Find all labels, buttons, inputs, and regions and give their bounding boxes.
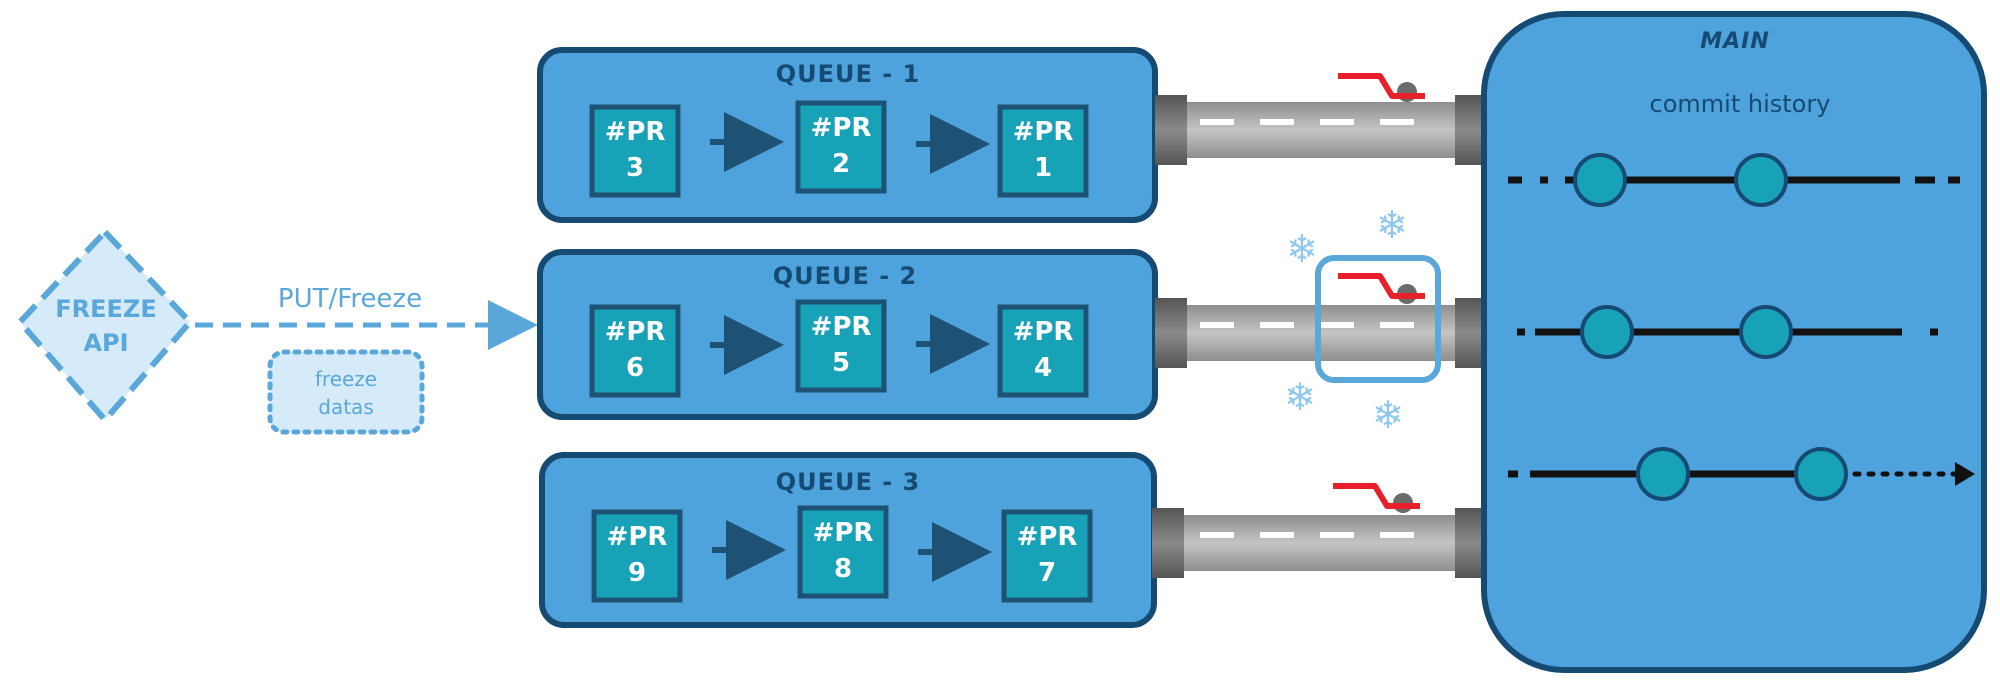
pr-number: 2 bbox=[832, 149, 850, 179]
commit-line-2 bbox=[1517, 305, 1938, 359]
pr-number: 1 bbox=[1034, 153, 1052, 183]
pr-number: 4 bbox=[1034, 353, 1052, 383]
pipe-queue-3 bbox=[1152, 483, 1487, 578]
put-freeze-request: PUT/Freeze freeze datas bbox=[195, 284, 538, 435]
valve-handle-frozen bbox=[1338, 273, 1425, 299]
queue-3: QUEUE - 3 #PR 9 #PR 8 #PR 7 bbox=[539, 452, 1157, 628]
queue-2: QUEUE - 2 #PR 6 #PR 5 #PR 4 bbox=[537, 249, 1158, 420]
freeze-payload-line1: freeze bbox=[315, 367, 377, 391]
pr-tag: #PR bbox=[1013, 117, 1074, 147]
pr-number: 7 bbox=[1038, 558, 1056, 588]
main-title: MAIN bbox=[1700, 29, 1770, 54]
pr-number: 3 bbox=[626, 153, 644, 183]
pr-tag: #PR bbox=[605, 317, 666, 347]
pipe-queue-2: ❄ ❄ ❄ ❄ bbox=[1155, 203, 1487, 437]
commit-node bbox=[1794, 447, 1848, 501]
pr-number: 5 bbox=[832, 348, 850, 378]
pr-tag: #PR bbox=[811, 113, 872, 143]
freeze-api-label-line1: FREEZE bbox=[55, 295, 156, 323]
pr-tag: #PR bbox=[605, 117, 666, 147]
pr-card bbox=[797, 505, 889, 599]
pipe-flange-left bbox=[1152, 508, 1184, 578]
commit-node bbox=[1734, 153, 1788, 207]
queue-2-pr-a: #PR 6 bbox=[589, 304, 681, 398]
freeze-api-node: FREEZE API bbox=[17, 229, 193, 423]
snowflake-icon: ❄ bbox=[1372, 393, 1404, 437]
queue-2-pr-b: #PR 5 bbox=[795, 299, 887, 393]
commit-node bbox=[1636, 447, 1690, 501]
pipe-body bbox=[1160, 305, 1460, 361]
queue-1-pr-c: #PR 1 bbox=[997, 104, 1089, 198]
queue-1-pr-a: #PR 3 bbox=[589, 104, 681, 198]
pr-tag: #PR bbox=[1013, 317, 1074, 347]
queue-1-title: QUEUE - 1 bbox=[776, 60, 921, 88]
valve-handle-open bbox=[1338, 73, 1425, 99]
main-branch: MAIN commit history bbox=[1481, 11, 1987, 673]
pr-card bbox=[795, 100, 887, 194]
frozen-valve-highlight bbox=[1315, 255, 1441, 383]
freeze-api-label-line2: API bbox=[83, 329, 128, 357]
valve-handle-open bbox=[1333, 483, 1420, 509]
queue-3-pr-b: #PR 8 bbox=[797, 505, 889, 599]
queue-3-pr-c: #PR 7 bbox=[1001, 509, 1093, 603]
commit-line-1 bbox=[1508, 153, 1960, 207]
queue-3-title: QUEUE - 3 bbox=[776, 468, 921, 496]
pr-card bbox=[591, 509, 683, 603]
pr-card bbox=[997, 304, 1089, 398]
queue-3-pr-a: #PR 9 bbox=[591, 509, 683, 603]
snowflake-icon: ❄ bbox=[1286, 227, 1318, 271]
queue-1: QUEUE - 1 #PR 3 #PR 2 #PR 1 bbox=[537, 47, 1158, 223]
pr-card bbox=[997, 104, 1089, 198]
queue-1-pr-b: #PR 2 bbox=[795, 100, 887, 194]
pr-number: 8 bbox=[834, 554, 852, 584]
arrow-right-icon bbox=[1955, 462, 1975, 486]
snowflake-icon: ❄ bbox=[1284, 375, 1316, 419]
pr-number: 9 bbox=[628, 558, 646, 588]
pr-tag: #PR bbox=[1017, 522, 1078, 552]
commit-node bbox=[1739, 305, 1793, 359]
pr-card bbox=[1001, 509, 1093, 603]
pipe-flange-left bbox=[1155, 298, 1187, 368]
commit-line-3 bbox=[1508, 447, 1975, 501]
pr-tag: #PR bbox=[811, 312, 872, 342]
freeze-api-diamond bbox=[17, 229, 193, 423]
commit-node bbox=[1580, 305, 1634, 359]
snowflake-icon: ❄ bbox=[1376, 203, 1408, 247]
freeze-payload-box bbox=[267, 349, 425, 435]
queue-2-pr-c: #PR 4 bbox=[997, 304, 1089, 398]
queue-2-title: QUEUE - 2 bbox=[773, 262, 918, 290]
pr-number: 6 bbox=[626, 353, 644, 383]
commit-node bbox=[1573, 153, 1627, 207]
pipe-body bbox=[1160, 515, 1460, 571]
pr-tag: #PR bbox=[607, 522, 668, 552]
put-freeze-label: PUT/Freeze bbox=[278, 284, 422, 314]
pr-tag: #PR bbox=[813, 518, 874, 548]
pipe-body bbox=[1160, 102, 1460, 158]
pipe-queue-1 bbox=[1155, 73, 1487, 165]
main-subtitle: commit history bbox=[1650, 90, 1831, 118]
pr-card bbox=[589, 304, 681, 398]
pipe-flange-left bbox=[1155, 95, 1187, 165]
pr-card bbox=[795, 299, 887, 393]
freeze-payload-line2: datas bbox=[318, 395, 373, 419]
pr-card bbox=[589, 104, 681, 198]
